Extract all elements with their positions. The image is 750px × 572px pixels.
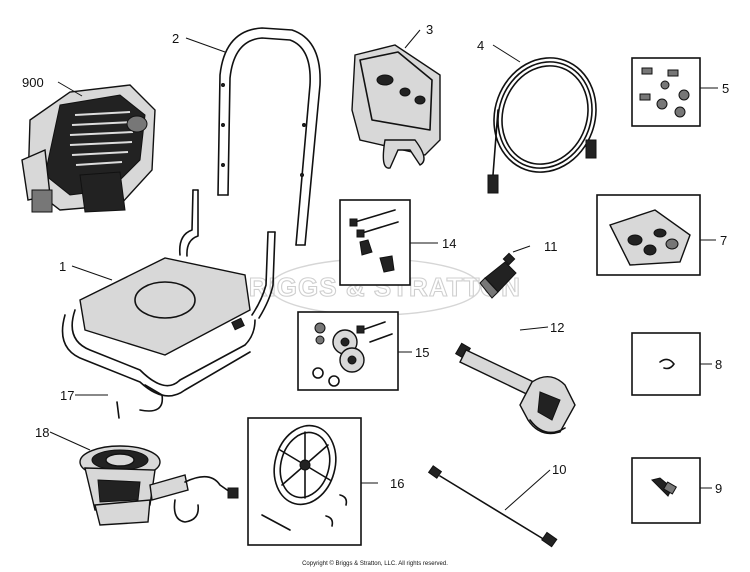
part-clip	[659, 358, 675, 370]
part-hose	[487, 57, 597, 194]
part-spray-gun	[454, 342, 576, 435]
part-handle	[217, 27, 321, 246]
part-frame	[61, 189, 276, 412]
callout-1: 1	[59, 259, 66, 274]
callout-14: 14	[442, 236, 456, 251]
callout-7: 7	[720, 233, 727, 248]
callout-15: 15	[415, 345, 429, 360]
part-hardware-14	[349, 209, 399, 273]
callout-900: 900	[22, 75, 44, 90]
part-pump	[79, 445, 239, 526]
callout-16: 16	[390, 476, 404, 491]
callout-12: 12	[550, 320, 564, 335]
part-lance	[427, 465, 558, 548]
part-wheel-hardware	[312, 321, 393, 387]
callout-5: 5	[722, 81, 729, 96]
box-part-5	[631, 57, 701, 127]
copyright-notice: Copyright © Briggs & Stratton, LLC. All …	[302, 560, 448, 567]
part-bracket	[351, 44, 441, 169]
part-fitting	[651, 477, 678, 497]
callout-4: 4	[477, 38, 484, 53]
part-hardware-bag	[609, 209, 691, 266]
part-fasteners-kit	[639, 67, 690, 118]
box-part-14	[339, 199, 411, 286]
callout-8: 8	[715, 357, 722, 372]
callout-9: 9	[715, 481, 722, 496]
part-wheel	[261, 424, 348, 531]
callout-3: 3	[426, 22, 433, 37]
box-part-8	[631, 332, 701, 396]
callout-11: 11	[544, 239, 558, 254]
callout-18: 18	[35, 425, 49, 440]
callout-10: 10	[552, 462, 566, 477]
callout-2: 2	[172, 31, 179, 46]
part-pin	[116, 401, 120, 419]
part-nozzle	[479, 252, 517, 299]
callout-17: 17	[60, 388, 74, 403]
part-engine	[21, 84, 156, 213]
